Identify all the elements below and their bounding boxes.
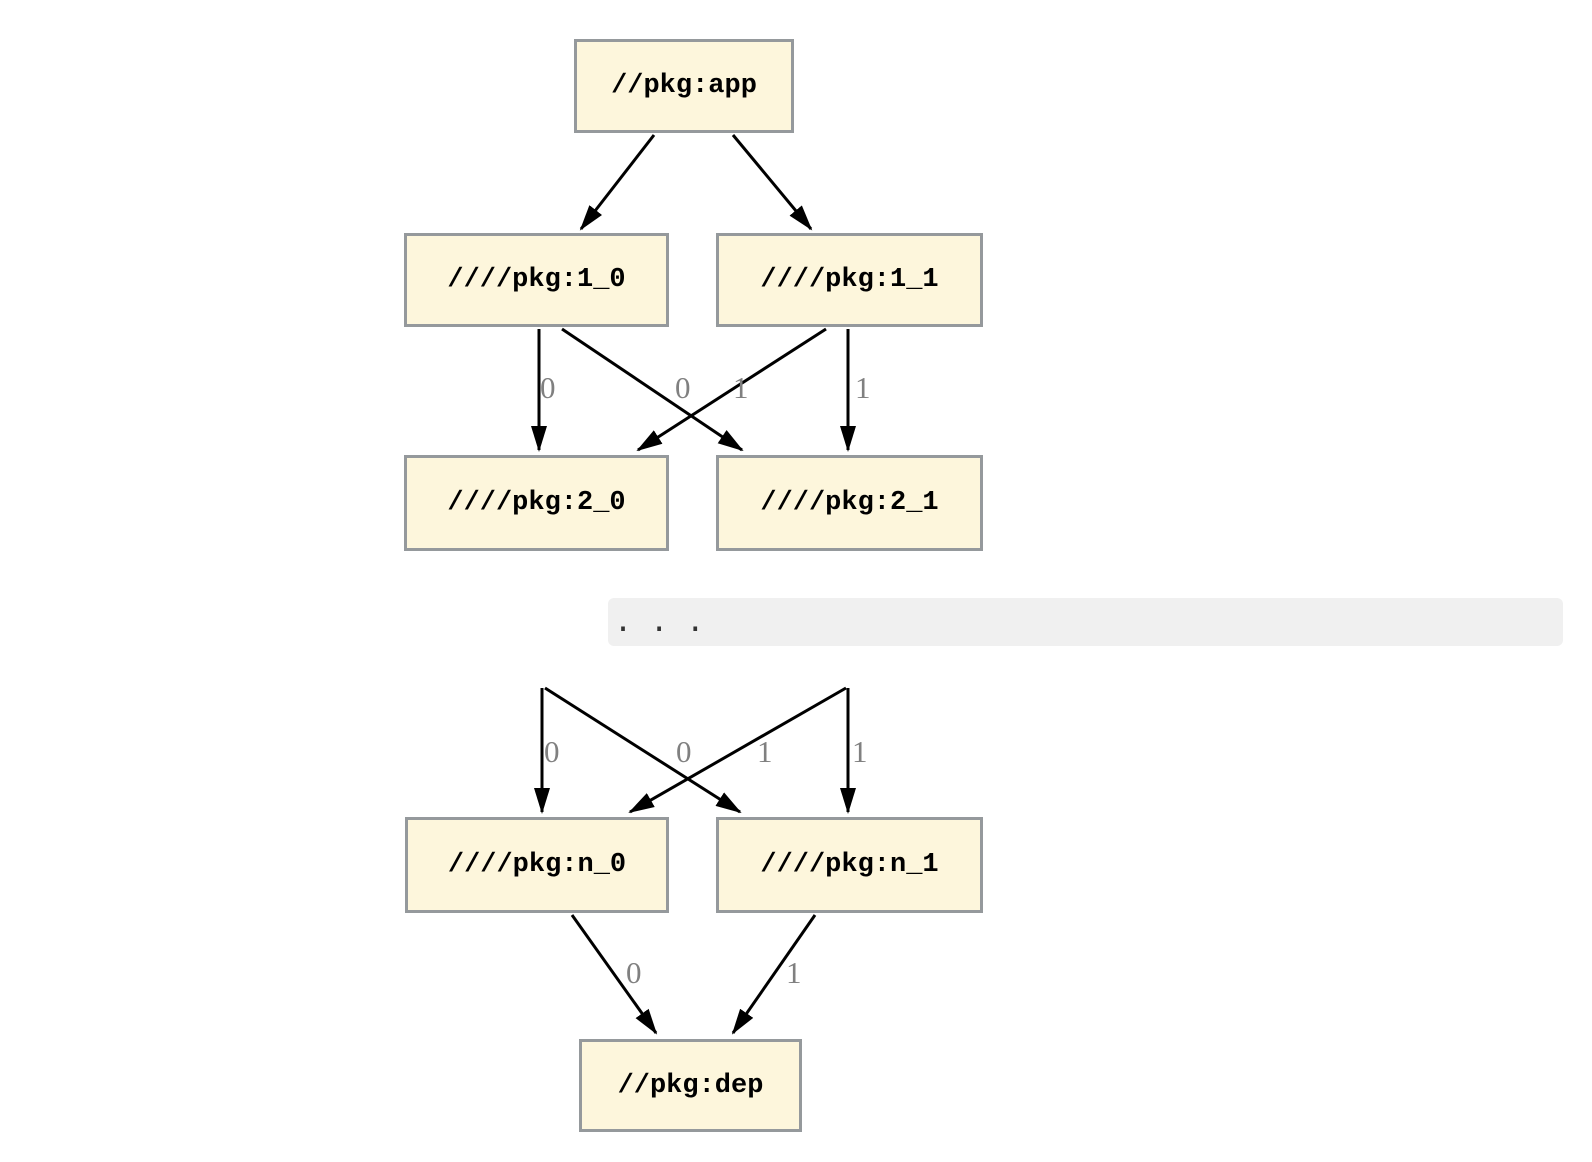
edge-n_1-to-dep bbox=[731, 914, 817, 1035]
edge-label: 1 bbox=[855, 370, 871, 405]
edge-label: 0 bbox=[626, 955, 642, 990]
edge-label: 0 bbox=[540, 370, 556, 405]
graph-node-app: //pkg:app bbox=[574, 39, 794, 133]
graph-node-1_1: ////pkg:1_1 bbox=[716, 233, 983, 327]
edge-app-to-1_0 bbox=[579, 134, 656, 231]
edge-label: 0 bbox=[675, 370, 691, 405]
edge-label: 1 bbox=[733, 370, 749, 405]
graph-node-2_0: ////pkg:2_0 bbox=[404, 455, 669, 551]
graph-node-dep: //pkg:dep bbox=[579, 1039, 802, 1132]
edge-1_0-to-2_1 bbox=[561, 327, 744, 452]
edge-ellipsis-to-n_0-diagonal bbox=[628, 686, 847, 814]
ellipsis-text: . . . bbox=[614, 604, 705, 639]
edge-app-to-1_1 bbox=[731, 134, 813, 231]
edge-label: 1 bbox=[757, 734, 773, 769]
edge-ellipsis-to-n_1-diagonal bbox=[544, 686, 742, 814]
graph-node-1_0: ////pkg:1_0 bbox=[404, 233, 669, 327]
edge-label: 1 bbox=[786, 955, 802, 990]
edge-label: 0 bbox=[544, 734, 560, 769]
ellipsis-band: . . . bbox=[608, 598, 1563, 646]
edge-label: 0 bbox=[676, 734, 692, 769]
edge-1_1-to-2_0 bbox=[636, 327, 827, 452]
graph-node-2_1: ////pkg:2_1 bbox=[716, 455, 983, 551]
edge-n_0-to-dep bbox=[570, 914, 658, 1035]
graph-node-n_0: ////pkg:n_0 bbox=[405, 817, 669, 913]
graph-node-n_1: ////pkg:n_1 bbox=[716, 817, 983, 913]
edge-label: 1 bbox=[852, 734, 868, 769]
